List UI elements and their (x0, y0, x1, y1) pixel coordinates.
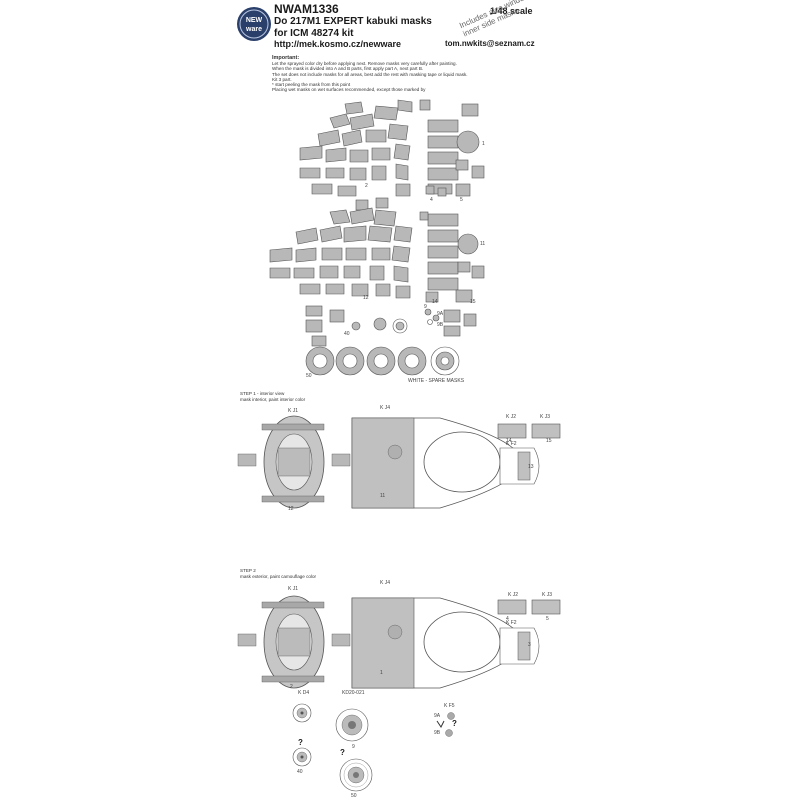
step2-label: K J4 (380, 580, 391, 586)
step2-label: 4 (506, 616, 509, 622)
part-number: 4 (430, 197, 433, 203)
bottom-label: K F5 (444, 703, 455, 709)
product-subtitle: for ICM 48274 kit (274, 28, 354, 39)
question-mark: ? (452, 719, 457, 728)
website-url[interactable]: http://mek.kosmo.cz/newware (274, 39, 402, 49)
step2-label: K J2 (508, 592, 519, 598)
bottom-label: 50 (351, 793, 357, 799)
instructions: Important: Let the sprayed color dry bef… (272, 55, 532, 93)
part-number: 2 (365, 183, 368, 189)
part-number: 40 (344, 331, 350, 337)
step1-subtitle: mask interior, paint interior color (240, 397, 306, 402)
part-number: 14 (432, 299, 438, 305)
instructions-title: Important: (272, 55, 300, 61)
step1-label: 15 (546, 438, 552, 444)
step1-title: STEP 1 - interior view (240, 391, 285, 396)
step2-label: 5 (546, 616, 549, 622)
question-mark: ? (298, 738, 303, 747)
bottom-label: 9 (352, 744, 355, 750)
instruction-line: Let the sprayed color dry before applyin… (272, 61, 457, 67)
part-number: 50 (306, 373, 312, 379)
part-number: 15 (470, 299, 476, 305)
bottom-label: 40 (297, 769, 303, 775)
part-number: 12 (363, 295, 369, 301)
step1-label: 12 (288, 506, 294, 512)
step1-label: K J4 (380, 405, 391, 411)
mask-sheet-middle (269, 207, 485, 347)
part-number: 1 (482, 141, 485, 147)
step2-title: STEP 2 (240, 568, 256, 573)
step2-label: K F2 (506, 620, 517, 626)
bottom-label: 9A (434, 713, 441, 719)
instruction-line: When the mask is divided into A and B pa… (272, 66, 424, 72)
part-number: 11 (480, 241, 486, 247)
step1-label: K F2 (506, 441, 517, 447)
scale-label: 1/48 scale (490, 6, 533, 16)
product-code: NWAM1336 (274, 2, 339, 16)
step2-diagram (237, 595, 561, 689)
step1-label: 13 (528, 464, 534, 470)
instruction-line: The set does not include masks for all a… (272, 71, 468, 77)
step1-label: K J3 (540, 414, 551, 420)
brand-logo-graphic: NEW ware (237, 7, 271, 41)
bottom-label: KD20-021 (342, 690, 365, 696)
product-title: Do 217M1 EXPERT kabuki masks (274, 16, 432, 27)
step1-label: K J2 (506, 414, 517, 420)
step1-diagram (237, 415, 561, 509)
instruction-line: Kit 3 part. (272, 76, 292, 82)
step2-subtitle: mask exterior, paint camouflage color (240, 574, 317, 579)
instruction-line: * start peeling the mask from this point (272, 82, 351, 88)
question-mark: ? (340, 748, 345, 757)
step1-label: K J1 (288, 408, 299, 414)
part-number: 5 (460, 197, 463, 203)
step2-label: 2 (290, 684, 293, 690)
mask-sheet-upper (299, 99, 485, 211)
logo-text-1: NEW (246, 17, 263, 24)
brand-logo: NEW ware (236, 6, 272, 42)
wheel-masks-row (305, 346, 460, 376)
bottom-wheels (292, 703, 455, 792)
spare-label: WHITE - SPARE MASKS (408, 378, 465, 384)
step1-label: 11 (380, 493, 386, 499)
step2-label: 3 (528, 642, 531, 648)
logo-text-2: ware (245, 26, 262, 33)
bottom-label: K D4 (298, 690, 310, 696)
part-number: 9B (437, 322, 444, 328)
bottom-label: 9B (434, 730, 441, 736)
step2-label: K J1 (288, 586, 299, 592)
step2-label: 1 (380, 670, 383, 676)
instruction-line: Placing wet masks on wet surfaces recomm… (272, 87, 426, 93)
contact-email[interactable]: tom.nwkits@seznam.cz (445, 39, 535, 48)
step2-label: K J3 (542, 592, 553, 598)
part-number: 9A (437, 311, 444, 317)
step1-label: 14 (506, 438, 512, 444)
part-number: 9 (424, 304, 427, 310)
